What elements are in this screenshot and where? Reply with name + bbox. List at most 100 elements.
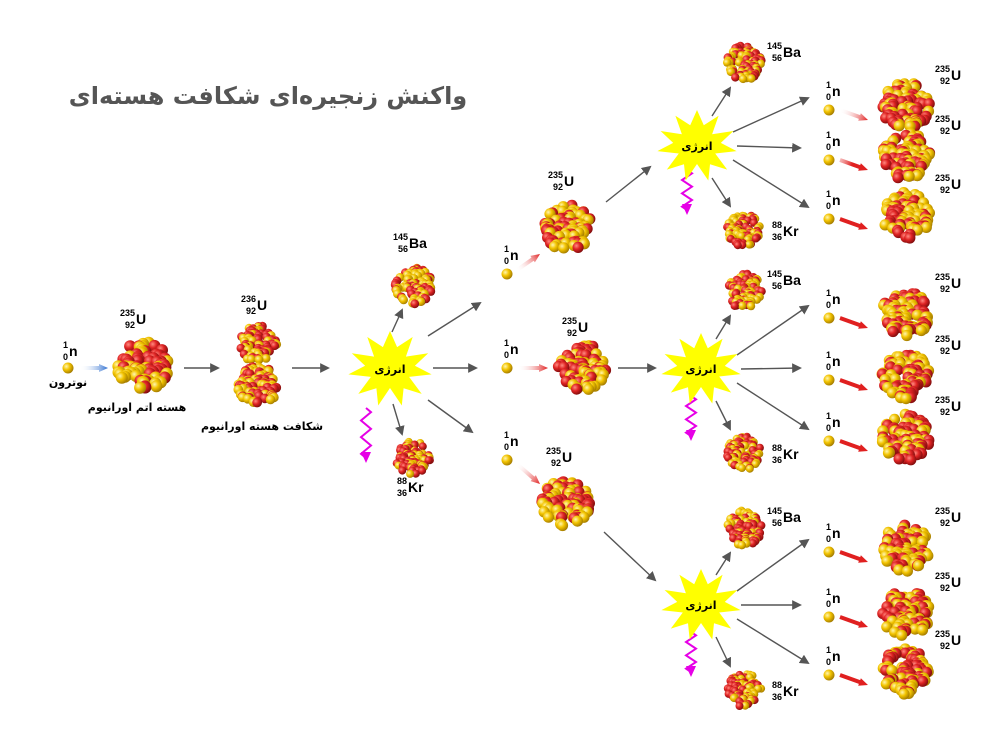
atomic-number: 36 xyxy=(772,455,782,465)
element-symbol: n xyxy=(510,341,519,357)
arrow-icon xyxy=(736,304,810,356)
energy-label: انرژی xyxy=(685,363,716,376)
mass-number: 1 xyxy=(826,350,831,360)
neutron-particle-icon xyxy=(823,104,835,116)
atomic-number: 92 xyxy=(940,284,950,294)
nuclei-layer xyxy=(112,41,936,710)
energy-label: انرژی xyxy=(374,363,405,376)
split-nucleus-bottom-icon xyxy=(233,362,282,408)
energy-burst-icon xyxy=(661,569,741,640)
split-nucleus-top-icon xyxy=(236,321,282,364)
mass-number: 88 xyxy=(772,680,782,690)
uranium-nucleus-icon xyxy=(877,588,935,641)
mass-number: 1 xyxy=(826,80,831,90)
krypton-nucleus-icon xyxy=(723,211,764,250)
element-symbol: U xyxy=(564,173,574,189)
energy-label: انرژی xyxy=(681,140,712,153)
element-symbol: U xyxy=(951,632,961,648)
arrow-icon xyxy=(715,636,732,668)
neutron-particle-icon xyxy=(62,362,74,374)
atomic-number: 0 xyxy=(826,142,831,152)
barium-nucleus-icon xyxy=(723,506,766,550)
uranium-nucleus-icon xyxy=(552,340,612,395)
mass-number: 145 xyxy=(393,232,408,242)
atomic-number: 92 xyxy=(940,407,950,417)
energy-burst: انرژی xyxy=(657,110,737,181)
radiation-arrow-icon xyxy=(686,430,696,441)
element-symbol: n xyxy=(832,192,841,208)
element-symbol: Kr xyxy=(783,223,799,239)
neutron-arrow-icon xyxy=(518,364,548,372)
atomic-number: 92 xyxy=(940,346,950,356)
element-symbol: n xyxy=(510,247,519,263)
mass-number: 1 xyxy=(504,430,509,440)
element-symbol: U xyxy=(951,398,961,414)
element-symbol: U xyxy=(951,67,961,83)
neutron-particle-icon xyxy=(823,546,835,558)
mass-number: 1 xyxy=(63,340,68,350)
uranium-nucleus-icon xyxy=(877,127,936,184)
arrow-icon xyxy=(736,382,810,431)
element-symbol: Ba xyxy=(783,272,801,288)
atomic-number: 0 xyxy=(826,534,831,544)
arrow-icon xyxy=(740,363,802,374)
uranium-nucleus-icon xyxy=(877,643,934,700)
atomic-number: 56 xyxy=(772,53,782,63)
atomic-number: 0 xyxy=(826,423,831,433)
mass-number: 1 xyxy=(826,522,831,532)
atomic-number: 0 xyxy=(826,92,831,102)
arrow-icon xyxy=(732,96,810,133)
mass-number: 235 xyxy=(548,170,563,180)
atomic-number: 0 xyxy=(504,442,509,452)
mass-number: 1 xyxy=(504,244,509,254)
uranium-nucleus-icon xyxy=(876,408,935,466)
neutron-particle-icon xyxy=(501,362,513,374)
energy-bursts-layer: انرژی انرژی انرژی انرژی xyxy=(348,110,741,640)
energy-burst: انرژی xyxy=(661,569,741,640)
mass-number: 235 xyxy=(935,571,950,581)
element-symbol: U xyxy=(951,176,961,192)
atomic-number: 0 xyxy=(504,256,509,266)
neutron-particle-icon xyxy=(823,669,835,681)
neutron-arrow-icon xyxy=(839,217,868,230)
mass-number: 235 xyxy=(935,506,950,516)
atomic-number: 92 xyxy=(940,76,950,86)
neutron-arrow-icon xyxy=(839,108,868,121)
atomic-number: 92 xyxy=(940,583,950,593)
atomic-number: 92 xyxy=(246,306,256,316)
uranium-nucleus-icon xyxy=(879,187,936,244)
element-symbol: Kr xyxy=(408,479,424,495)
arrows-layer xyxy=(80,86,868,686)
energy-burst: انرژی xyxy=(661,333,741,404)
mass-number: 88 xyxy=(397,476,407,486)
element-symbol: n xyxy=(832,414,841,430)
mass-number: 1 xyxy=(826,645,831,655)
neutron-label: نوترون xyxy=(49,376,87,389)
element-symbol: Ba xyxy=(409,235,427,251)
neutron-arrow-icon xyxy=(839,439,868,452)
barium-nucleus-icon xyxy=(724,269,766,311)
arrow-icon xyxy=(736,618,810,665)
element-symbol: n xyxy=(510,433,519,449)
mass-number: 235 xyxy=(935,173,950,183)
